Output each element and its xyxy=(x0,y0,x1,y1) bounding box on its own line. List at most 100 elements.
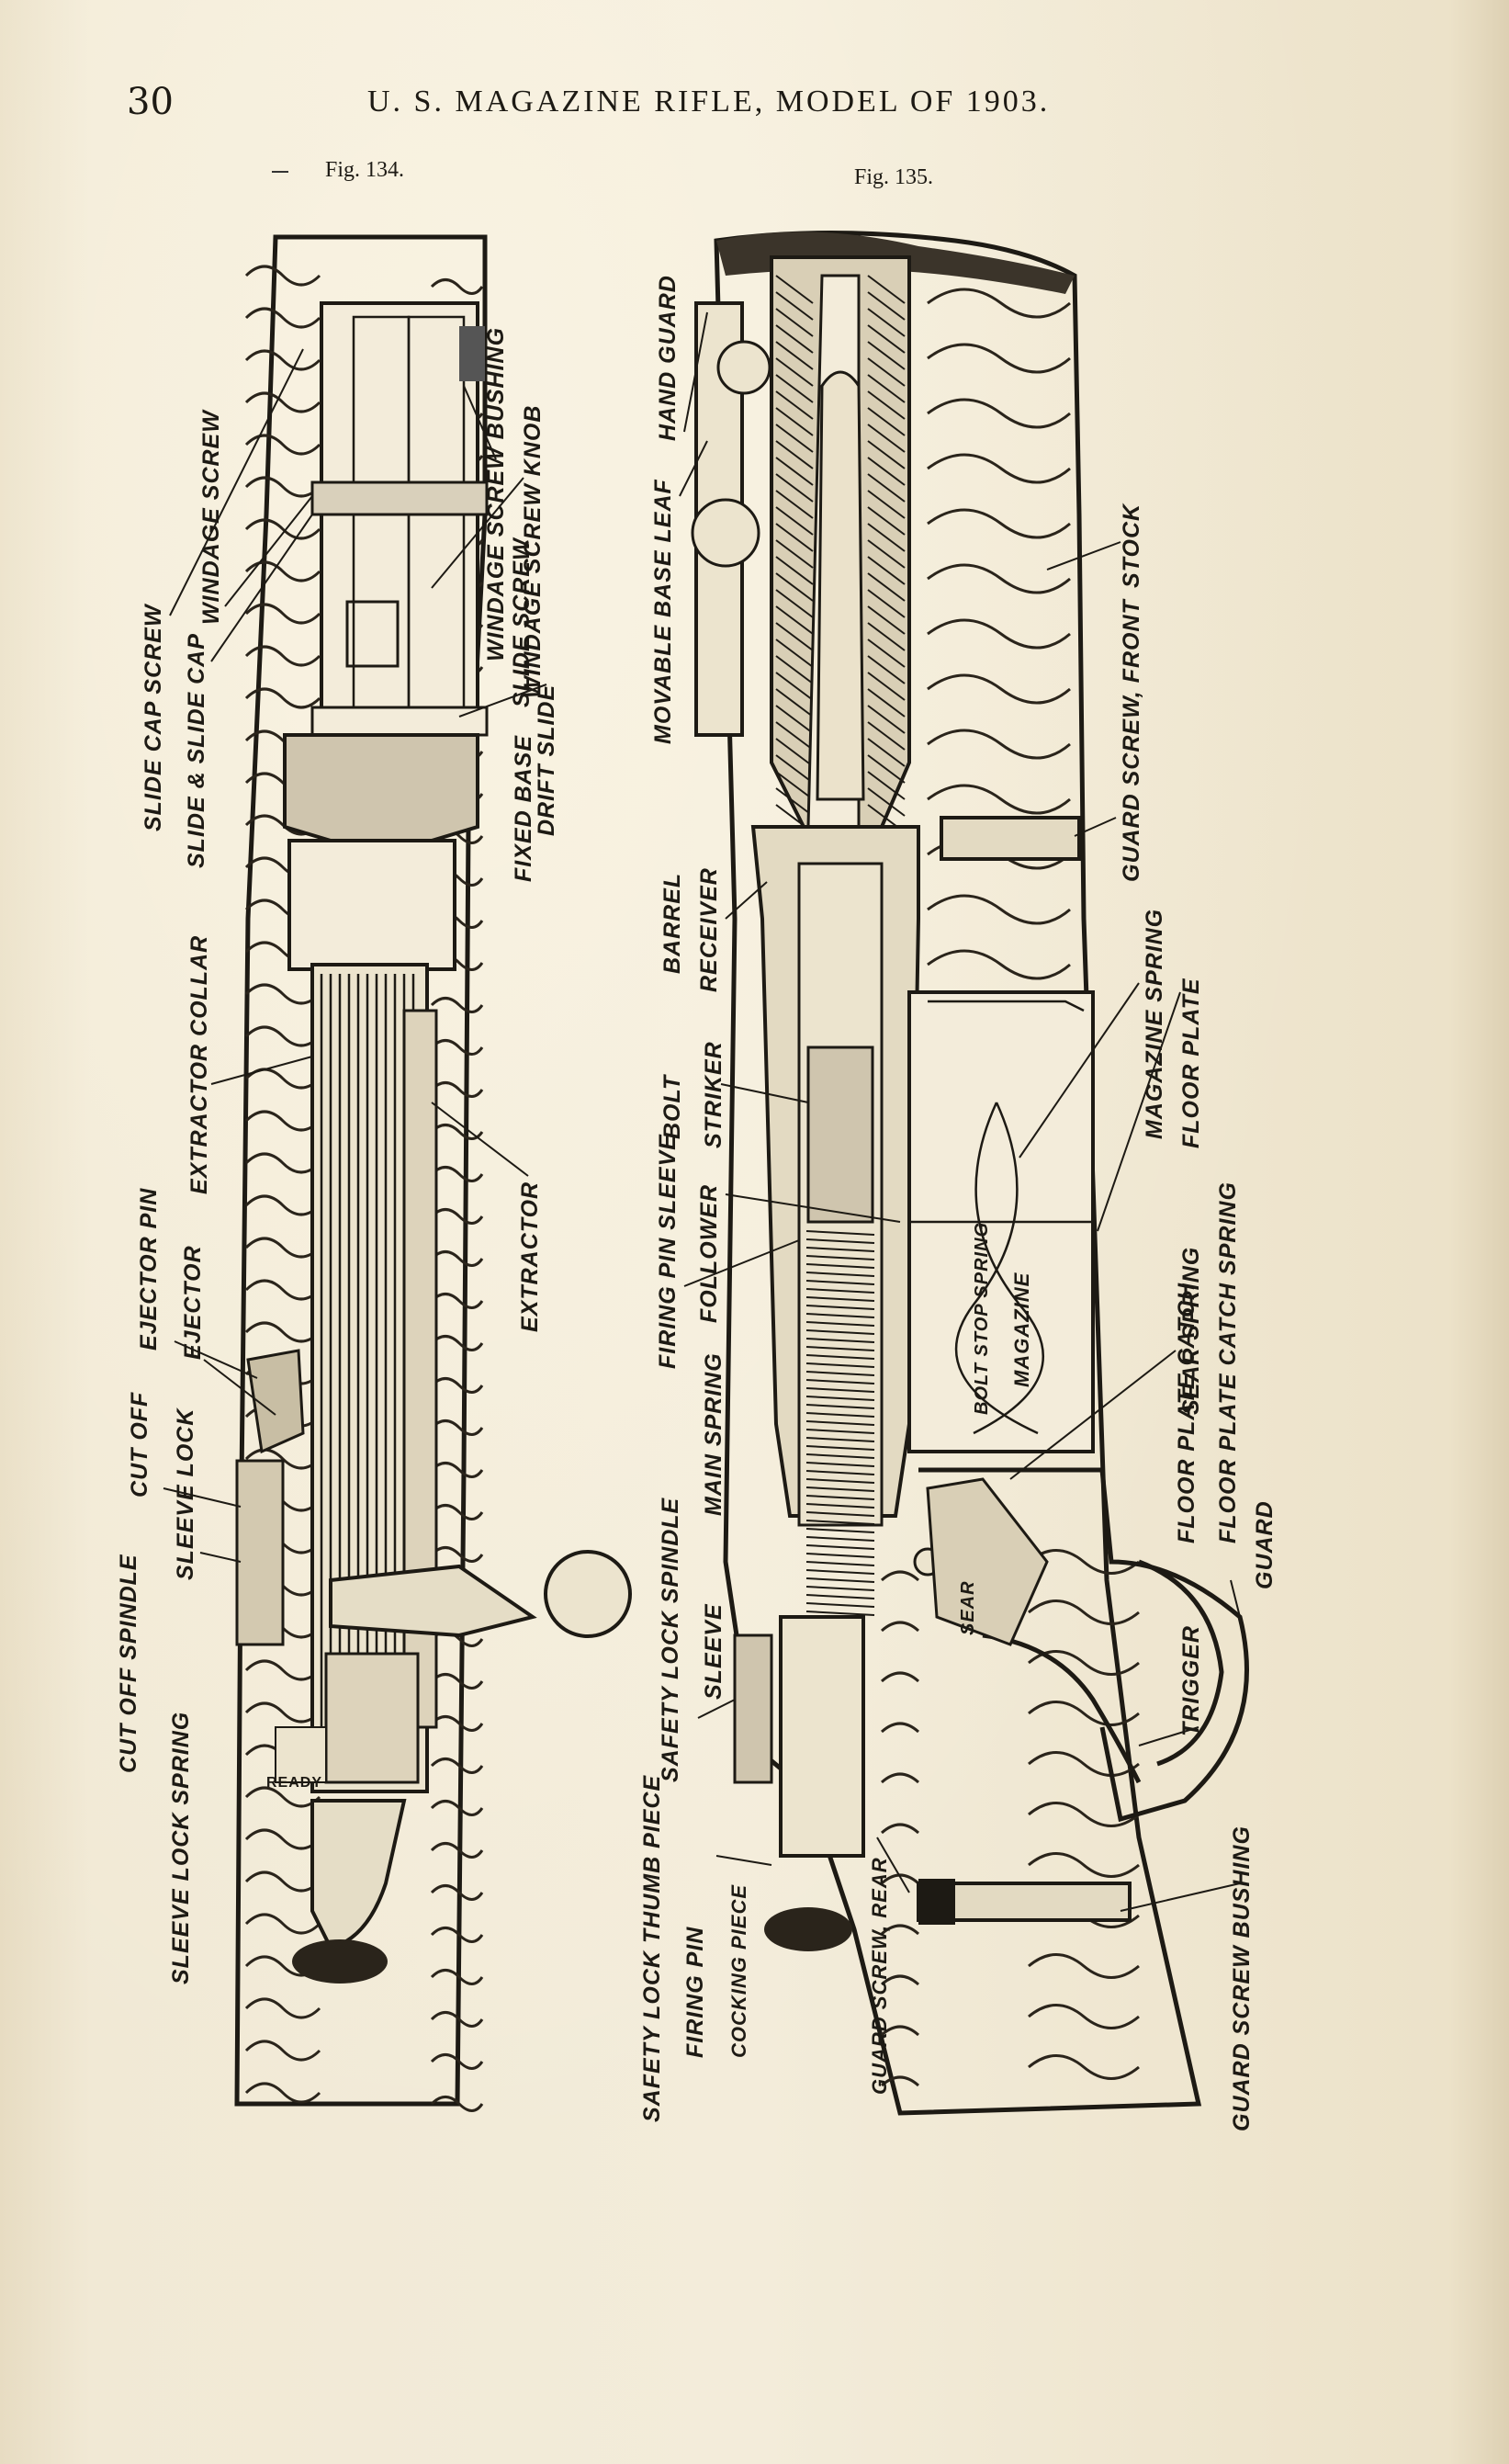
spring-coil xyxy=(805,1354,875,1360)
spring-coil xyxy=(805,1379,875,1385)
spring-coil xyxy=(805,1561,875,1566)
spring-coil xyxy=(805,1371,875,1376)
barrel-hatch-line xyxy=(775,457,814,486)
label-sleeve-lock-spring: SLEEVE LOCK SPRING xyxy=(168,1712,194,1984)
leader-floor-plate xyxy=(1097,991,1181,1232)
spring-coil xyxy=(805,1404,875,1409)
label-slide-cap-screw: SLIDE CAP SCREW xyxy=(141,603,166,831)
wood-grain-line xyxy=(430,1927,484,1943)
leader-receiver xyxy=(725,881,768,920)
barrel-hatch-line xyxy=(867,721,906,751)
wood-grain-line xyxy=(244,1448,321,1470)
spring-coil xyxy=(805,1453,875,1459)
label-sear-spring: SEAR SPRING xyxy=(1178,1247,1204,1415)
barrel-hatching xyxy=(775,275,906,833)
barrel-hatch-line xyxy=(775,390,814,420)
spring-coil xyxy=(805,1429,875,1434)
wood-grain-line xyxy=(430,2011,484,2028)
wood-grain-line xyxy=(430,1715,484,1732)
figure-134-caption: Fig. 134. xyxy=(325,158,405,182)
figure-135-labels: HAND GUARD MOVABLE BASE LEAF STOCK GUARD… xyxy=(639,275,1278,2131)
barrel-hatch-line xyxy=(867,291,906,321)
leader-sear-spring xyxy=(1009,1350,1177,1480)
spring-coil xyxy=(805,1511,875,1517)
leader-firing-pin-sleeve xyxy=(683,1239,800,1287)
wood-grain-line xyxy=(1028,1953,1140,1979)
leader-movable-base-leaf xyxy=(679,440,708,497)
wood-grain-line xyxy=(244,307,321,329)
wood-grain-line xyxy=(430,1758,484,1774)
barrel-hatch-line xyxy=(867,672,906,701)
wood-grain-line xyxy=(430,1250,484,1267)
barrel-hatch-line xyxy=(867,556,906,585)
wood-grain-line xyxy=(927,949,1071,980)
spring-coil xyxy=(805,1296,875,1302)
spring-coil xyxy=(805,1230,875,1236)
label-windage-screw-knob: WINDAGE SCREW KNOB xyxy=(520,405,546,698)
wood-grain-line xyxy=(430,1673,484,1690)
leader-drift-slide xyxy=(458,684,547,718)
barrel-hatch-line xyxy=(867,605,906,635)
label-sleeve: SLEEVE xyxy=(701,1603,726,1700)
leader-striker xyxy=(720,1083,809,1103)
guard-screw-rear-head xyxy=(918,1879,955,1925)
label-safety-lock-spindle: SAFETY LOCK SPINDLE xyxy=(658,1497,683,1782)
barrel-hatch-line xyxy=(775,506,814,536)
leader-lines xyxy=(163,311,1241,1912)
leader-cut-off xyxy=(163,1487,242,1508)
figure-134-drawing: READY xyxy=(234,234,632,2112)
leader-slide-cap-screw xyxy=(169,348,304,616)
wood-grain-line xyxy=(927,563,1071,594)
label-firing-pin: FIRING PIN xyxy=(682,1927,708,2058)
label-barrel: BARREL xyxy=(659,873,685,974)
barrel-hatch-line xyxy=(775,705,814,734)
wood-grain-line xyxy=(927,398,1071,429)
wood-grain-line xyxy=(430,1208,484,1225)
label-ejector-pin: EJECTOR PIN xyxy=(136,1188,162,1351)
label-cocking-piece: COCKING PIECE xyxy=(727,1884,750,2058)
label-movable-base-leaf: MOVABLE BASE LEAF xyxy=(650,479,676,744)
barrel-hatch-line xyxy=(775,357,814,387)
fig135-sleeve xyxy=(779,1615,865,1858)
leader-sleeve-lock xyxy=(199,1552,242,1563)
spring-coil xyxy=(805,1553,875,1558)
barrel-hatch-line xyxy=(867,523,906,552)
wood-grain-line xyxy=(430,1166,484,1182)
spring-coil xyxy=(805,1594,875,1599)
spring-coil xyxy=(805,1569,875,1575)
barrel-hatch-line xyxy=(867,705,906,734)
page-header: 30 U. S. MAGAZINE RIFLE, MODEL OF 1903. xyxy=(0,81,1509,136)
barrel-hatch-line xyxy=(775,721,814,751)
magazine-spring-curve-2 xyxy=(954,1102,1039,1435)
wood-grain-line xyxy=(880,1621,920,1633)
leader-trigger xyxy=(1138,1726,1199,1746)
wood-grain-line xyxy=(244,518,321,540)
wood-grain-line xyxy=(927,729,1071,760)
follower-plate xyxy=(928,1000,1085,1012)
barrel-hatch-line xyxy=(775,605,814,635)
spring-coil xyxy=(805,1396,875,1401)
trigger xyxy=(982,1633,1142,1784)
barrel-hatch-line xyxy=(867,771,906,800)
wood-grain-line xyxy=(244,1321,321,1343)
spring-coil xyxy=(805,1263,875,1269)
spring-coil xyxy=(805,1470,875,1475)
barrel-hatch-line xyxy=(867,572,906,602)
spring-coil xyxy=(805,1387,875,1393)
label-guard-screw-rear: GUARD SCREW, REAR xyxy=(868,1857,891,2095)
leader-ejector xyxy=(203,1359,276,1416)
barrel-hatch-line xyxy=(775,556,814,585)
wood-grain-line xyxy=(430,1377,484,1394)
figure-135-drawing xyxy=(691,231,1249,2116)
wood-grain-line xyxy=(1028,1852,1140,1878)
cut-off-part xyxy=(235,1459,285,1646)
label-magazine: MAGAZINE xyxy=(1010,1272,1033,1387)
spring-coil xyxy=(805,1362,875,1368)
wood-grain-line xyxy=(927,343,1071,374)
page-number: 30 xyxy=(127,81,174,123)
spring-coil xyxy=(805,1503,875,1509)
wood-grain-line xyxy=(880,1722,920,1734)
wood-grain-line xyxy=(244,349,321,371)
barrel-hatch-line xyxy=(867,357,906,387)
